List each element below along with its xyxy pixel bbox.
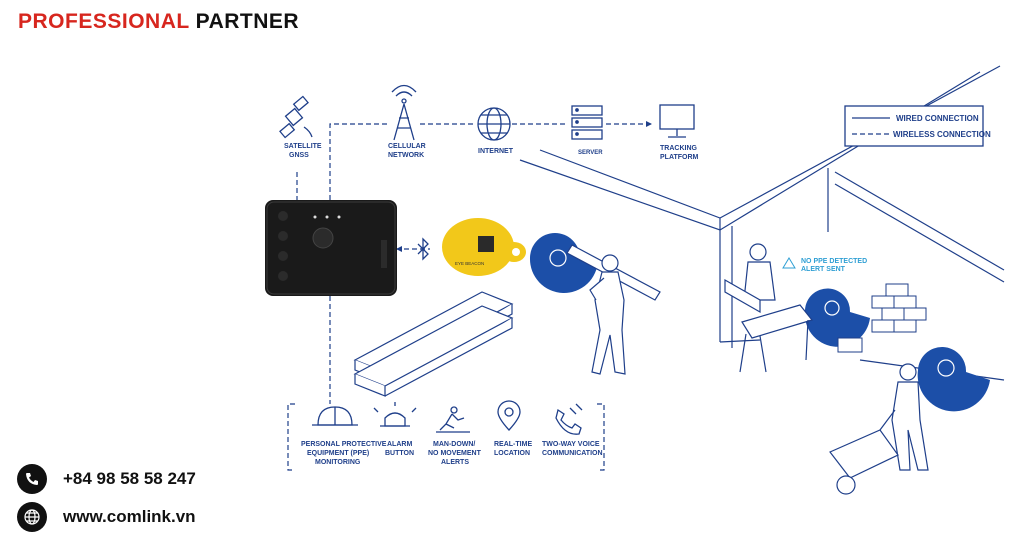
- server-label: SERVER: [578, 150, 603, 156]
- satellite-label-1: SATELLITE: [284, 143, 322, 150]
- internet-label: INTERNET: [478, 148, 514, 155]
- feature-frame: [287, 400, 605, 471]
- alert-line-2: ALERT SENT: [801, 266, 846, 273]
- wireless-links: [296, 123, 652, 400]
- ppe-label-1: PERSONAL PROTECTIVE: [301, 441, 387, 448]
- ppe-label-2: EQUIPMENT (PPE): [307, 450, 369, 457]
- internet-globe-icon: [477, 107, 511, 141]
- voice-label-2: COMMUNICATION: [542, 450, 603, 457]
- alarm-icon: [373, 402, 417, 427]
- hard-hat-icon: [312, 406, 358, 426]
- eye-beacon: EYE BEACON: [442, 218, 526, 276]
- legend-wireless: WIRELESS CONNECTION: [893, 130, 991, 139]
- server-icon: [571, 105, 603, 140]
- alert-icon: [782, 257, 796, 269]
- signal-bubble: [529, 233, 598, 293]
- connection-legend: WIRED CONNECTION WIRELESS CONNECTION: [844, 105, 991, 147]
- alert-line-1: NO PPE DETECTED: [801, 258, 867, 265]
- worker-illustration: [566, 244, 661, 375]
- mandown-label-2: NO MOVEMENT: [428, 450, 482, 457]
- satellite-icon: [279, 95, 313, 139]
- location-label-1: REAL-TIME: [494, 441, 532, 448]
- plank-stack: [353, 291, 514, 397]
- phone-contact[interactable]: +84 98 58 58 247: [17, 464, 196, 494]
- location-pin-icon: [497, 400, 521, 431]
- website-url: www.comlink.vn: [63, 507, 196, 526]
- mandown-label-3: ALERTS: [441, 459, 469, 466]
- arrow-head: [646, 121, 652, 127]
- voice-label-1: TWO-WAY VOICE: [542, 441, 600, 448]
- website-contact[interactable]: www.comlink.vn: [17, 502, 196, 532]
- globe-icon: [17, 502, 47, 532]
- satellite-label-2: GNSS: [289, 152, 309, 159]
- signal-bubble: [804, 288, 870, 347]
- worker-illustration: [724, 243, 814, 373]
- location-label-2: LOCATION: [494, 450, 530, 457]
- man-down-icon: [436, 406, 470, 433]
- legend-wired: WIRED CONNECTION: [896, 114, 979, 123]
- worker-illustration: [829, 363, 929, 495]
- platform-label-1: TRACKING: [660, 145, 697, 152]
- phone-number: +84 98 58 58 247: [63, 469, 196, 488]
- signal-bubble: [917, 346, 990, 412]
- alarm-label-2: BUTTON: [385, 450, 414, 457]
- bluetooth-icon: [417, 237, 429, 261]
- cellular-label-1: CELLULAR: [388, 143, 426, 150]
- phone-icon: [17, 464, 47, 494]
- ppe-label-3: MONITORING: [315, 459, 361, 466]
- platform-label-2: PLATFORM: [660, 154, 699, 161]
- cellular-label-2: NETWORK: [388, 152, 424, 159]
- brand-black: PARTNER: [195, 10, 300, 33]
- monitor-icon: [659, 104, 695, 138]
- beacon-label: EYE BEACON: [455, 261, 484, 266]
- voice-call-icon: [555, 403, 583, 435]
- brick-stack: [837, 283, 927, 353]
- alarm-label-1: ALARM: [387, 441, 412, 448]
- mandown-label-1: MAN-DOWN/: [433, 441, 475, 448]
- brand-red: PROFESSIONAL: [18, 10, 190, 33]
- brand-title: PROFESSIONAL PARTNER: [18, 10, 299, 34]
- cell-tower-icon: [391, 84, 417, 141]
- tracker-device: [265, 200, 397, 296]
- arrow-head: [396, 246, 402, 252]
